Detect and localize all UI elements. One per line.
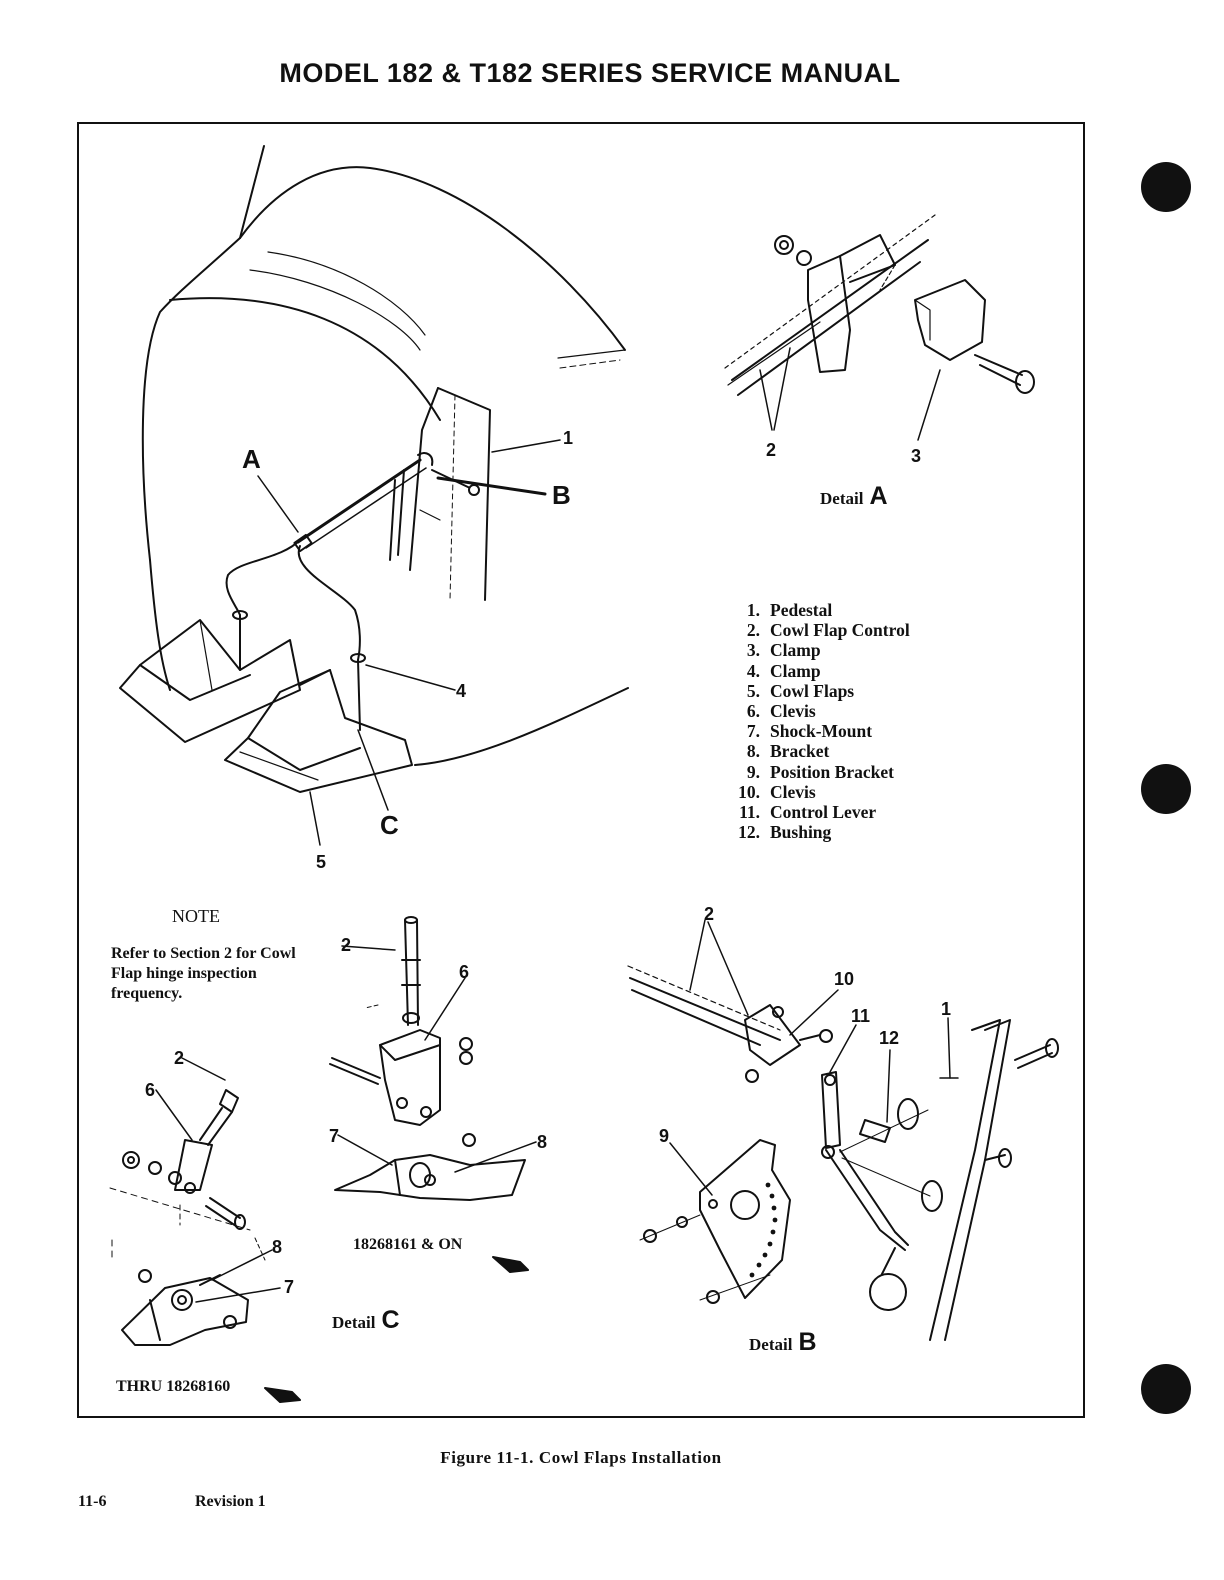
callout-2-detail-a: 2 [766,440,776,460]
legend-item: 4.Clamp [746,660,821,681]
legend-item: 12.Bushing [738,822,832,843]
callout-7-detail-c: 7 [329,1126,339,1146]
legend-item: 11.Control Lever [739,802,877,823]
legend-item: 10.Clevis [738,781,816,802]
legend-item: 9.Position Bracket [746,761,894,782]
note-body: Refer to Section 2 for Cowl Flap hinge i… [111,945,296,1002]
callout-2-detail-b: 2 [704,904,714,924]
callout-1-main: 1 [563,428,573,448]
callout-2-detail-c: 2 [341,935,351,955]
callout-C-main: C [380,810,399,840]
detail-c-label: Detail C [332,1306,400,1335]
figure-caption: Figure 11-1. Cowl Flaps Installation [440,1448,722,1467]
binder-hole-top [1141,162,1191,212]
detail-c-letter: C [381,1306,400,1334]
page-header-title: MODEL 182 & T182 SERIES SERVICE MANUAL [279,58,901,88]
detail-a-label: Detail A [820,482,888,511]
callout-3-detail-a: 3 [911,446,921,466]
detail-a-letter: A [869,482,888,510]
callout-10-detail-b: 10 [834,969,854,989]
callout-6-detail-thru: 6 [145,1080,155,1100]
detail-a-word: Detail [820,489,864,508]
callout-B-main: B [552,480,571,510]
cowl-flaps-drawing [119,619,413,793]
legend-item: 8.Bracket [746,741,830,762]
callout-11-detail-b: 11 [851,1006,870,1026]
callout-1-detail-b: 1 [941,999,951,1019]
detail-b-word: Detail [749,1335,793,1354]
detail-b-label: Detail B [749,1328,817,1357]
cowling-drawing [141,145,629,766]
legend-item: 2.Cowl Flap Control [746,620,910,641]
detail-c-drawing [329,916,537,1273]
callout-8-detail-c: 8 [537,1132,547,1152]
main-callout-leaders [257,439,561,846]
callout-7-detail-thru: 7 [284,1277,294,1297]
callout-A-main: A [242,444,261,474]
callout-6-detail-c: 6 [459,962,469,982]
callout-12-detail-b: 12 [879,1028,899,1048]
callout-2-detail-thru: 2 [174,1048,184,1068]
legend-item: 6.Clevis [746,701,816,722]
binder-hole-middle [1141,764,1191,814]
callout-4-main: 4 [456,681,466,701]
parts-legend: 1.Pedestal 2.Cowl Flap Control 3.Clamp 4… [722,600,910,842]
detail-b-letter: B [798,1328,817,1356]
detail-a-drawing [724,214,1035,441]
control-cable-drawing [225,452,480,731]
figure-frame [77,122,1085,1418]
pedestal-drawing [389,387,491,601]
detail-thru-drawing [109,1057,301,1403]
callout-9-detail-b: 9 [659,1126,669,1146]
callout-8-detail-thru: 8 [272,1237,282,1257]
serial-range-on: 18268161 & ON [353,1236,463,1253]
detail-c-word: Detail [332,1313,376,1332]
page-number: 11-6 [78,1493,107,1510]
legend-item: 5.Cowl Flaps [746,680,855,701]
note-title: NOTE [172,906,220,926]
serial-range-thru: THRU 18268160 [116,1378,231,1395]
legend-item: 1.Pedestal [746,600,833,620]
detail-b-drawing [627,919,1059,1341]
callout-5-main: 5 [316,852,326,872]
legend-item: 3.Clamp [746,640,821,661]
legend-item: 7.Shock-Mount [746,721,873,742]
binder-hole-bottom [1141,1364,1191,1414]
revision-label: Revision 1 [195,1493,266,1510]
